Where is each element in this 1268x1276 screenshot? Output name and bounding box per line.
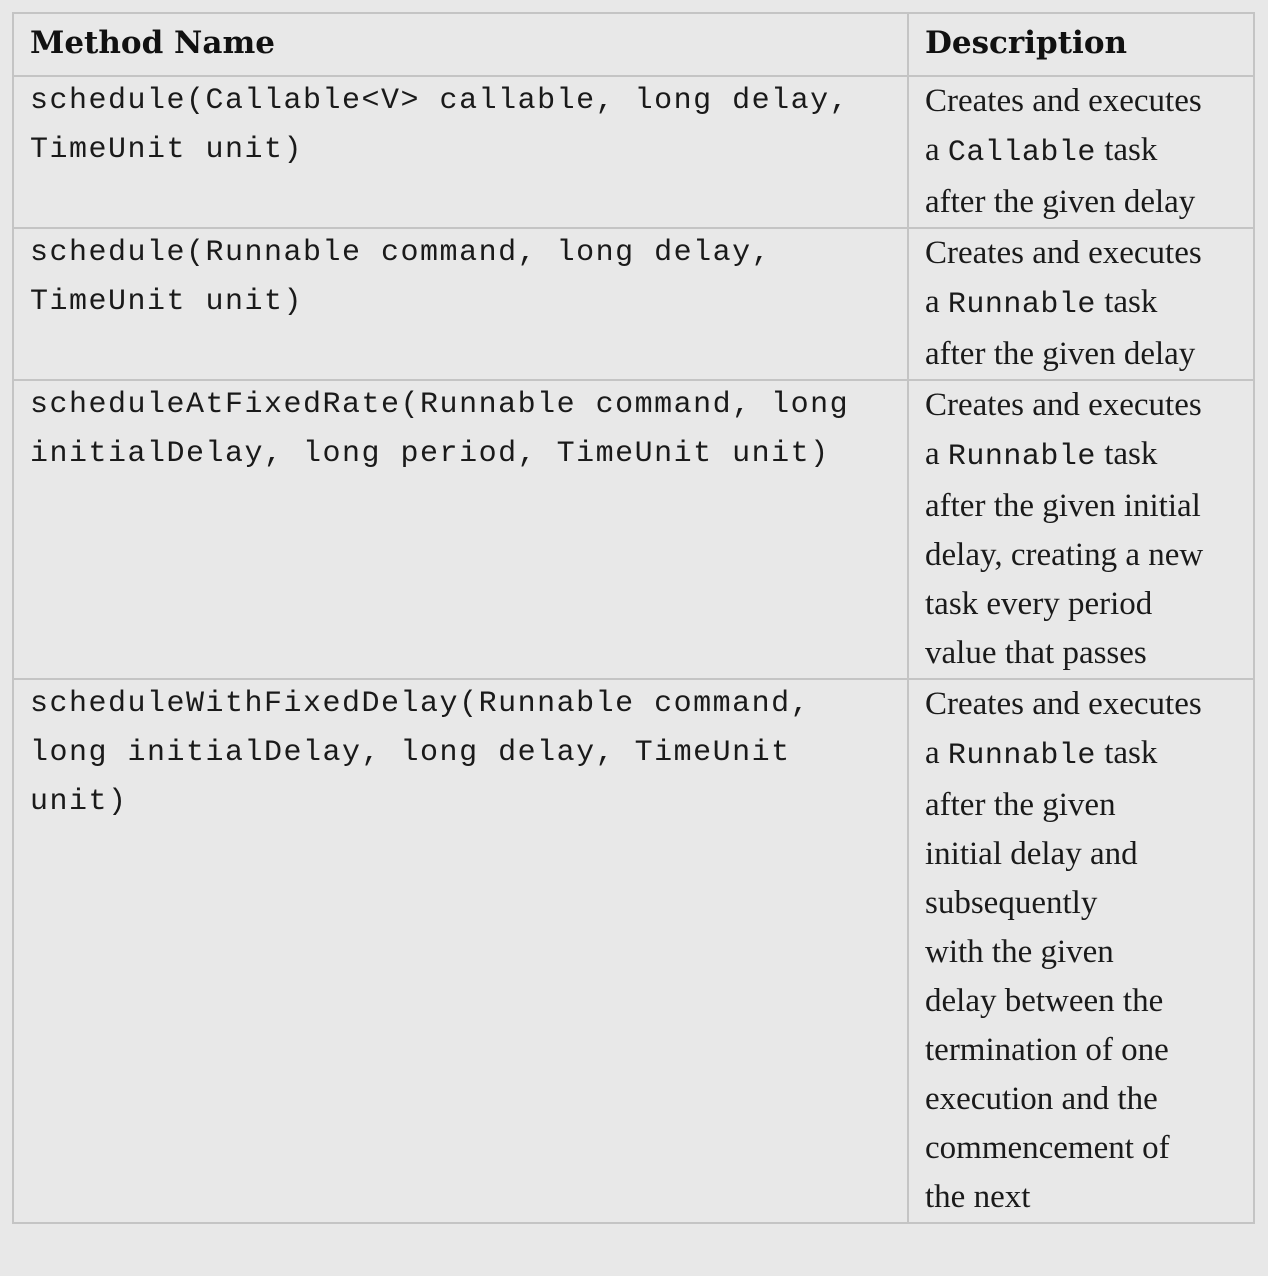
description-text: subsequently [925,885,1098,921]
description-line: after the given initial [925,482,1239,531]
description-line: initial delay and [925,830,1239,879]
description-text: after the given [925,787,1116,823]
header-method-name: Method Name [12,12,909,77]
description-line: Creates and executes [925,381,1239,430]
description-text: delay, creating a new [925,537,1204,573]
method-signature-cell: scheduleWithFixedDelay(Runnable command,… [12,678,909,1224]
method-signature-cell: schedule(Runnable command, long delay, Ti… [12,227,909,381]
description-text: task [1095,436,1158,472]
inline-code: Callable [947,136,1096,170]
description-text: termination of one [925,1032,1169,1068]
table-header-row: Method Name Description [12,12,1255,77]
description-cell: Creates and executes a Runnable task after… [907,678,1255,1224]
description-line: after the given delay [925,330,1239,379]
description-text: task [1095,132,1158,168]
description-line: Creates and executes [925,680,1239,729]
method-signature-line: scheduleAtFixedRate(Runnable command, lo… [30,388,850,422]
inline-code: Runnable [947,440,1096,474]
description-text: Creates and executes [925,686,1202,722]
method-signature-line: long initialDelay, long delay, TimeUnit [30,736,791,770]
description-text: value that passes [925,635,1147,671]
description-text: after the given delay [925,184,1196,220]
description-text: the next [925,1179,1031,1215]
description-line: Creates and executes [925,77,1239,126]
description-line: Creates and executes [925,229,1239,278]
description-line: a Runnable task [925,278,1239,330]
method-signature-cell: scheduleAtFixedRate(Runnable command, lo… [12,379,909,680]
method-signature-line: initialDelay, long period, TimeUnit unit… [30,437,830,471]
description-line: the next [925,1173,1239,1222]
description-line: termination of one [925,1026,1239,1075]
description-text: after the given delay [925,336,1196,372]
description-line: value that passes [925,629,1239,678]
description-line: delay between the [925,977,1239,1026]
description-text: after the given initial [925,488,1201,524]
table-row: schedule(Runnable command, long delay, Ti… [12,227,1255,381]
description-text: a [925,436,948,472]
method-signature-line: schedule(Runnable command, long delay, [30,236,772,270]
inline-code: Runnable [947,288,1096,322]
description-line: task every period [925,580,1239,629]
description-text: a [925,132,948,168]
table-row: scheduleWithFixedDelay(Runnable command,… [12,678,1255,1224]
description-text: initial delay and [925,836,1138,872]
description-line: commencement of [925,1124,1239,1173]
method-signature-line: TimeUnit unit) [30,133,304,167]
description-line: a Runnable task [925,430,1239,482]
method-table: Method Name Description schedule(Callabl… [12,12,1255,1224]
header-description: Description [907,12,1255,77]
description-line: after the given [925,781,1239,830]
inline-code: Runnable [947,739,1096,773]
description-text: Creates and executes [925,387,1202,423]
method-signature-cell: schedule(Callable<V> callable, long dela… [12,75,909,229]
description-text: delay between the [925,983,1164,1019]
description-line: a Runnable task [925,729,1239,781]
method-signature-line: scheduleWithFixedDelay(Runnable command, [30,687,811,721]
description-text: task [1095,284,1158,320]
description-line: a Callable task [925,126,1239,178]
table-row: scheduleAtFixedRate(Runnable command, lo… [12,379,1255,680]
description-text: Creates and executes [925,235,1202,271]
description-line: execution and the [925,1075,1239,1124]
description-text: Creates and executes [925,83,1202,119]
description-line: delay, creating a new [925,531,1239,580]
method-signature-line: schedule(Callable<V> callable, long dela… [30,84,850,118]
description-cell: Creates and executes a Callable task after… [907,75,1255,229]
description-text: commencement of [925,1130,1170,1166]
description-text: a [925,284,948,320]
description-cell: Creates and executes a Runnable task after… [907,379,1255,680]
description-line: with the given [925,928,1239,977]
description-line: subsequently [925,879,1239,928]
description-text: execution and the [925,1081,1158,1117]
description-text: task [1095,735,1158,771]
method-signature-line: unit) [30,785,128,819]
description-line: after the given delay [925,178,1239,227]
method-signature-line: TimeUnit unit) [30,285,304,319]
description-text: with the given [925,934,1114,970]
table-row: schedule(Callable<V> callable, long dela… [12,75,1255,229]
description-text: task every period [925,586,1153,622]
description-cell: Creates and executes a Runnable task after… [907,227,1255,381]
description-text: a [925,735,948,771]
